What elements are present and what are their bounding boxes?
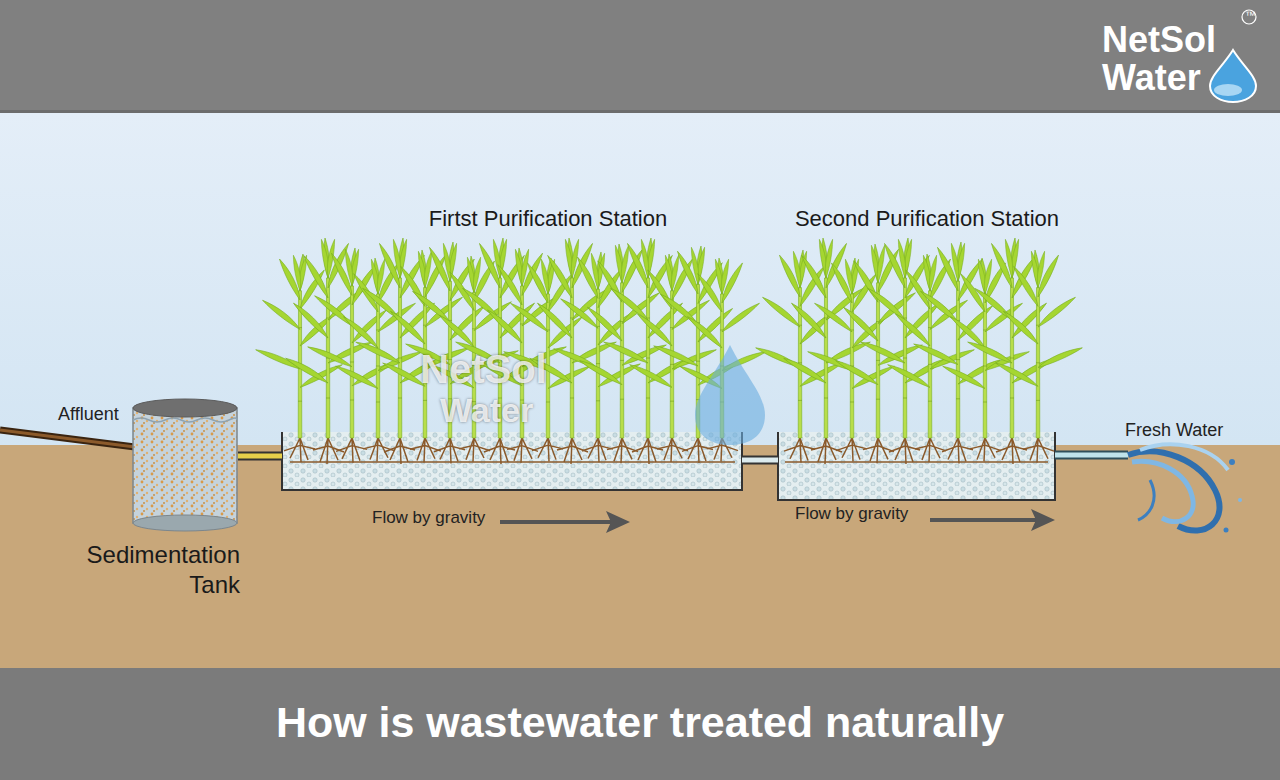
flow-label: Flow by gravity (795, 504, 908, 524)
flow-label: Flow by gravity (372, 508, 485, 528)
water-splash (1128, 444, 1242, 532)
pipe-label: Affluent (58, 404, 119, 426)
logo-text: NetSol (1102, 18, 1216, 61)
logo-text: Water (1102, 56, 1201, 99)
sedimentation-tank-drawing (133, 399, 237, 531)
trademark: ™ (1245, 9, 1256, 22)
bed-outline (282, 432, 1055, 500)
pipe-fill (238, 454, 282, 459)
tank-label: Sedimentation Tank (75, 540, 240, 600)
outlet-label: Fresh Water (1125, 420, 1223, 442)
pipe-outline (238, 452, 282, 461)
sedimentation-tank: Sedimentation Tank (133, 403, 238, 525)
reed-plants (254, 238, 1084, 464)
pipe-connector (742, 460, 778, 461)
purification-bed: Firtst Purification Station (282, 432, 742, 490)
outlet-pipe (1055, 455, 1128, 456)
purification-bed: Second Purification Station (778, 432, 1055, 500)
banner-title: How is wastewater treated naturally (0, 697, 1280, 749)
watermark: Water (440, 390, 533, 431)
pipe-connector (238, 456, 282, 457)
pipe-fill (742, 458, 778, 463)
pipe-outline (742, 456, 778, 465)
watermark-drop (695, 345, 765, 445)
station-heading: Second Purification Station (795, 206, 1059, 232)
watermark: NetSol (420, 345, 547, 393)
station-heading: Firtst Purification Station (429, 206, 667, 232)
logo-drop (1210, 10, 1256, 102)
flow-arrow (500, 509, 1055, 533)
affluent-pipe (0, 430, 135, 447)
